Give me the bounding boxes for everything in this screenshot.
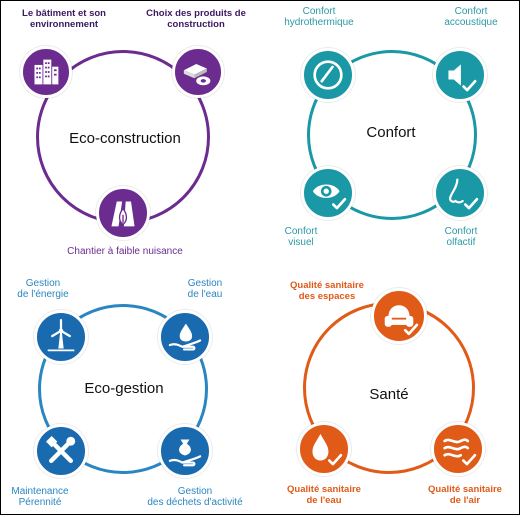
- label-maintenance: Maintenance Pérennité: [11, 486, 69, 508]
- buildings-icon: [34, 59, 59, 85]
- eye-icon: [312, 184, 347, 210]
- materials-icon: [183, 64, 211, 86]
- label-accoustique: Confort accoustique: [444, 6, 498, 28]
- label-eau: Gestion de l'eau: [187, 278, 223, 300]
- eco-construction-panel: Eco-construction Le bâtiment et son envi…: [0, 0, 260, 258]
- confort-panel: Confort Confort hydrothermique Confort a…: [261, 0, 521, 258]
- node-visuel: [301, 166, 355, 220]
- water-hand-icon: [168, 323, 202, 351]
- air-waves-icon: [443, 438, 477, 466]
- node-espaces: [371, 288, 427, 344]
- node-qualite-eau: [297, 422, 351, 476]
- label-visuel: Confort visuel: [284, 226, 318, 248]
- tools-icon: [46, 436, 76, 463]
- label-qualite-eau: Qualité sanitaire de l'eau: [287, 484, 361, 506]
- label-espaces: Qualité sanitaire des espaces: [290, 280, 364, 302]
- construction-site-icon: [111, 201, 135, 227]
- eco-gestion-title: Eco-gestion: [84, 380, 164, 397]
- node-eau: [158, 310, 212, 364]
- label-chantier: Chantier à faible nuisance: [67, 246, 183, 257]
- node-accoustique: [433, 48, 487, 102]
- waste-bag-icon: [168, 439, 202, 467]
- label-batiment-environnement: Le bâtiment et son environnement: [22, 8, 106, 30]
- water-drop-icon: [312, 433, 343, 466]
- wind-turbine-icon: [47, 319, 75, 352]
- label-dechets: Gestion des déchets d'activité: [147, 486, 243, 508]
- label-hydrothermique: Confort hydrothermique: [284, 6, 354, 28]
- confort-ring: [307, 50, 477, 220]
- nose-icon: [448, 178, 479, 210]
- label-olfactif: Confort olfactif: [444, 226, 478, 248]
- label-energie: Gestion de l'énergie: [17, 278, 69, 300]
- node-dechets: [158, 424, 212, 478]
- gauge-icon: [313, 60, 343, 90]
- speaker-icon: [448, 64, 477, 92]
- label-choix-produits: Choix des produits de construction: [146, 8, 246, 30]
- sante-panel: Santé Qualité sanitaire des espaces Qual…: [261, 258, 521, 516]
- node-produits: [172, 46, 224, 98]
- node-qualite-air: [431, 422, 485, 476]
- label-qualite-air: Qualité sanitaire de l'air: [428, 484, 502, 506]
- node-batiment: [20, 46, 72, 98]
- eco-gestion-ring: [38, 304, 208, 474]
- node-olfactif: [433, 166, 487, 220]
- eco-construction-title: Eco-construction: [69, 130, 181, 147]
- eco-gestion-panel: Eco-gestion Gestion de l'énergie Gestion…: [0, 258, 260, 516]
- node-energie: [34, 310, 88, 364]
- node-maintenance: [34, 424, 88, 478]
- armchair-icon: [384, 305, 419, 336]
- node-hydrothermique: [301, 48, 355, 102]
- confort-title: Confort: [366, 124, 416, 141]
- sante-title: Santé: [369, 386, 409, 403]
- node-chantier: [96, 186, 150, 240]
